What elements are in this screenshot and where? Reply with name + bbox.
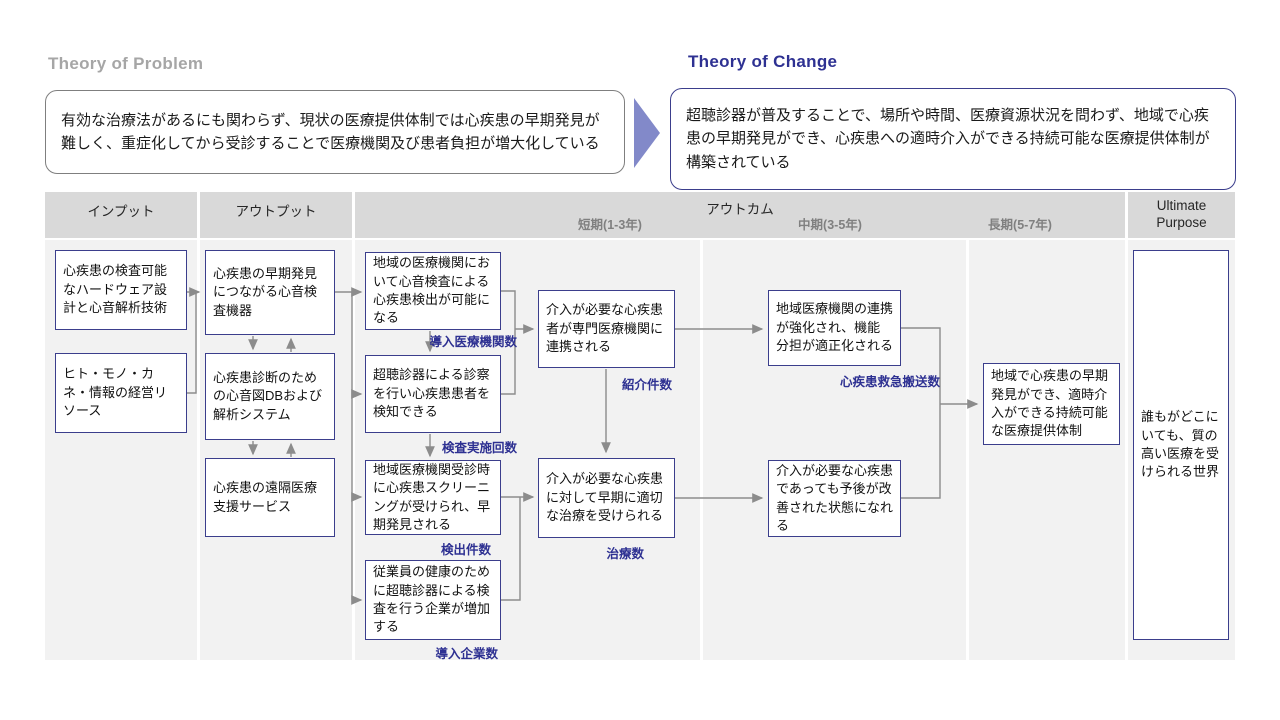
header-cell-input: インプット (45, 192, 197, 238)
box-input-resources: ヒト・モノ・カネ・情報の経営リソース (55, 353, 187, 433)
header-label-output: アウトプット (235, 204, 317, 219)
kpi-treatments: 治療数 (606, 547, 644, 561)
kpi-adopting-companies: 導入企業数 (435, 647, 498, 661)
box-mid-prognosis: 介入が必要な心疾患であっても予後が改善された状態になれる (768, 460, 901, 537)
box-short-screening: 地域医療機関受診時に心疾患スクリーニングが受けられ、早期発見される (365, 460, 501, 535)
header-cell-output: アウトプット (200, 192, 352, 238)
box-short-companies: 従業員の健康のために超聴診器による検査を行う企業が増加する (365, 560, 501, 640)
header-label-long-term: 長期(5-7年) (988, 218, 1052, 232)
header-label-mid-term: 中期(3-5年) (798, 218, 862, 232)
box-mid-coordination: 地域医療機関の連携が強化され、機能分担が適正化される (768, 290, 901, 366)
header-cell-ultimate: Ultimate Purpose (1128, 192, 1235, 238)
box-short-treatment: 介入が必要な心疾患に対して早期に適切な治療を受けられる (538, 458, 675, 538)
box-output-telemedicine: 心疾患の遠隔医療支援サービス (205, 458, 335, 537)
box-short-regional-detection: 地域の医療機関において心音検査による心疾患検出が可能になる (365, 252, 501, 330)
kpi-detections: 検出件数 (440, 543, 491, 557)
box-output-device: 心疾患の早期発見につながる心音検査機器 (205, 250, 335, 335)
header-label-outcome: アウトカム (706, 202, 774, 217)
kpi-adopting-institutions: 導入医療機関数 (429, 335, 517, 349)
kpi-referrals: 紹介件数 (621, 378, 672, 392)
theory-of-problem-heading: Theory of Problem (48, 54, 204, 73)
header-label-ultimate-purpose: Ultimate Purpose (1156, 198, 1207, 230)
box-long-sustainable-system: 地域で心疾患の早期発見ができ、適時介入ができる持続可能な医療提供体制 (983, 363, 1120, 445)
theory-of-problem-box: 有効な治療法があるにも関わらず、現状の医療提供体制では心疾患の早期発見が難しく、… (45, 90, 625, 174)
theory-of-change-text: 超聴診器が普及することで、場所や時間、医療資源状況を問わず、地域で心疾患の早期発… (686, 107, 1210, 171)
header-label-short-term: 短期(1-3年) (578, 218, 642, 232)
body-column-long-term (969, 240, 1125, 660)
header-cell-outcome: アウトカム 短期(1-3年) 中期(3-5年) 長期(5-7年) (355, 192, 1125, 238)
transition-arrow-icon (634, 98, 660, 168)
box-input-hardware: 心疾患の検査可能なハードウェア設計と心音解析技術 (55, 250, 187, 330)
theory-of-problem-text: 有効な治療法があるにも関わらず、現状の医療提供体制では心疾患の早期発見が難しく、… (61, 111, 600, 152)
header-label-input: インプット (87, 204, 155, 219)
theory-of-change-box: 超聴診器が普及することで、場所や時間、医療資源状況を問わず、地域で心疾患の早期発… (670, 88, 1236, 190)
box-ultimate-purpose: 誰もがどこにいても、質の高い医療を受けられる世界 (1133, 250, 1229, 640)
kpi-emergency-transports: 心疾患救急搬送数 (839, 375, 940, 389)
kpi-tests-performed: 検査実施回数 (441, 441, 517, 455)
box-short-referral: 介入が必要な心疾患者が専門医療機関に連携される (538, 290, 675, 368)
box-short-stethoscope-exam: 超聴診器による診察を行い心疾患患者を検知できる (365, 355, 501, 433)
box-output-db-system: 心疾患診断のための心音図DBおよび解析システム (205, 353, 335, 440)
theory-of-change-heading: Theory of Change (688, 52, 838, 71)
